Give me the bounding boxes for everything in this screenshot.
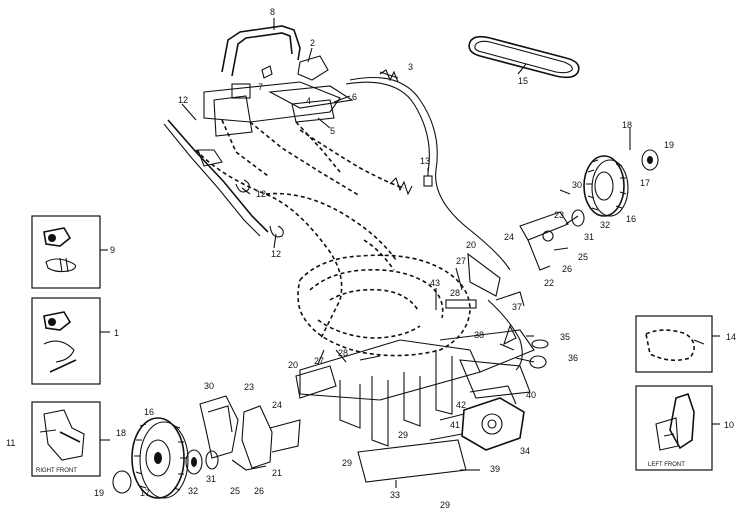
callout-17l: 17 (140, 488, 150, 498)
inset-caption-left-front: LEFT FRONT (648, 462, 685, 468)
callout-7: 7 (258, 82, 263, 92)
handle-bar-left (163, 119, 284, 238)
callout-17r: 17 (640, 178, 650, 188)
callout-labels: 8 2 7 3 6 4 5 12 12 12 13 15 18 19 17 16… (6, 7, 736, 510)
callout-16l: 16 (144, 407, 154, 417)
callout-15: 15 (518, 76, 528, 86)
control-cables (299, 69, 523, 371)
callout-26r: 26 (562, 264, 572, 274)
callout-36: 36 (568, 353, 578, 363)
callout-20l: 20 (288, 360, 298, 370)
callout-24l: 24 (272, 400, 282, 410)
callout-31l: 31 (206, 474, 216, 484)
callout-25l: 25 (230, 486, 240, 496)
callout-14: 14 (726, 332, 736, 342)
inset-1 (31, 297, 101, 385)
callout-31r: 31 (584, 232, 594, 242)
wheel-right (519, 128, 659, 271)
callout-28r: 28 (450, 288, 460, 298)
callout-12c: 12 (271, 249, 281, 259)
callout-43: 43 (430, 278, 440, 288)
callout-18r: 18 (622, 120, 632, 130)
callout-1: 1 (114, 328, 119, 338)
callout-8: 8 (270, 7, 275, 17)
callout-33: 33 (390, 490, 400, 500)
callout-38: 38 (474, 330, 484, 340)
callout-28l: 28 (338, 348, 348, 358)
callout-35: 35 (560, 332, 570, 342)
callout-10: 10 (724, 420, 734, 430)
callout-24r: 24 (504, 232, 514, 242)
drive-belt (468, 35, 580, 79)
inset-9 (31, 215, 101, 289)
callout-39: 39 (490, 464, 500, 474)
leader-lines (100, 18, 720, 471)
callout-16r: 16 (626, 214, 636, 224)
callout-25r: 25 (578, 252, 588, 262)
callout-32l: 32 (188, 486, 198, 496)
callout-30r: 30 (572, 180, 582, 190)
callout-6: 6 (352, 92, 357, 102)
callout-3: 3 (408, 62, 413, 72)
callout-23r: 23 (554, 210, 564, 220)
callout-27r: 27 (456, 256, 466, 266)
callout-29a: 29 (398, 430, 408, 440)
callout-2: 2 (310, 38, 315, 48)
callout-42: 42 (456, 400, 466, 410)
mower-deck (195, 149, 471, 357)
callout-11: 11 (6, 438, 15, 448)
callout-18l: 18 (116, 428, 126, 438)
callout-34: 34 (520, 446, 530, 456)
callout-12b: 12 (256, 189, 266, 199)
callout-37: 37 (512, 302, 522, 312)
callout-27l: 27 (314, 356, 324, 366)
inset-caption-right-front: RIGHT FRONT (36, 468, 77, 474)
inset-14 (635, 315, 713, 373)
handle-assembly (203, 25, 361, 197)
callout-26l: 26 (254, 486, 264, 496)
right-side-links (435, 252, 549, 369)
wheel-left (112, 349, 381, 499)
callout-30l: 30 (204, 381, 214, 391)
callout-41: 41 (450, 420, 460, 430)
callout-23l: 23 (244, 382, 254, 392)
callout-9: 9 (110, 245, 115, 255)
callout-4: 4 (306, 96, 311, 106)
callout-40: 40 (526, 390, 536, 400)
callout-29c: 29 (440, 500, 450, 510)
callout-20r: 20 (466, 240, 476, 250)
callout-5: 5 (330, 126, 335, 136)
inset-10 (635, 385, 713, 471)
callout-21: 21 (272, 468, 282, 478)
callout-12a: 12 (178, 95, 188, 105)
inset-11 (31, 401, 101, 477)
callout-32r: 32 (600, 220, 610, 230)
callout-13: 13 (420, 156, 430, 166)
callout-19r: 19 (664, 140, 674, 150)
callout-22: 22 (544, 278, 554, 288)
callout-19l: 19 (94, 488, 104, 498)
transmission (429, 385, 525, 471)
callout-29b: 29 (342, 458, 352, 468)
